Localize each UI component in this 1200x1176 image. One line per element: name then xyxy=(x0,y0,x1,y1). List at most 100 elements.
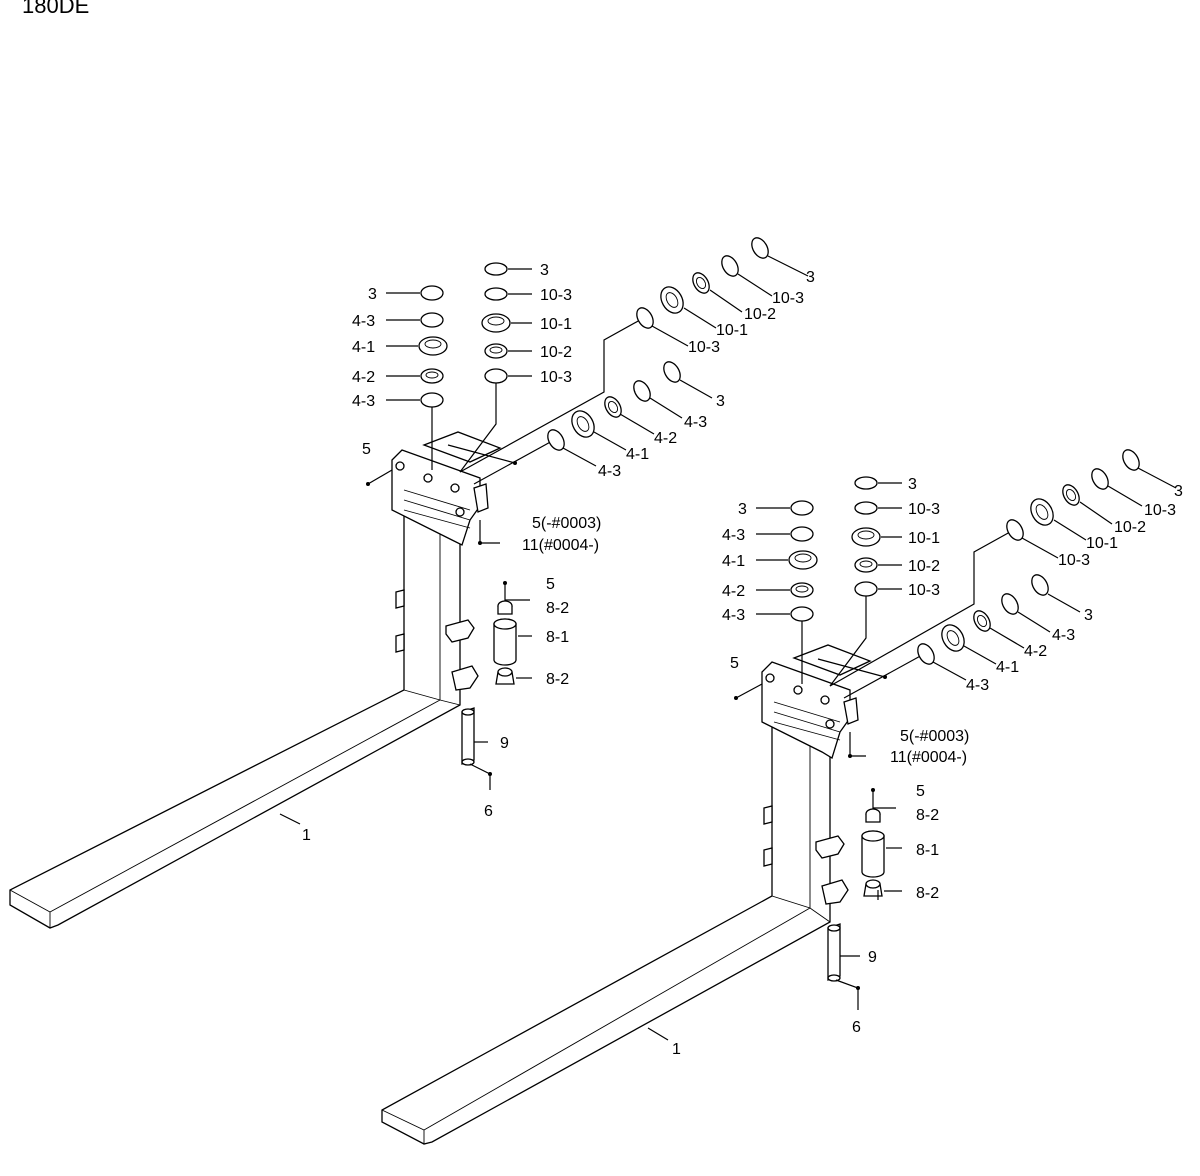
label-5: 5 xyxy=(362,441,371,458)
right-ring-10-3-c xyxy=(1006,519,1024,541)
label-10-1: 10-1 xyxy=(908,530,940,547)
left-bearing-4-2 xyxy=(420,368,444,384)
label-6: 6 xyxy=(484,803,493,820)
left-ring-4-3-b xyxy=(420,392,444,408)
left-pin-9 xyxy=(461,707,475,766)
right-fork-assembly xyxy=(381,449,1177,1145)
right-ring-3-c xyxy=(1122,449,1140,471)
label-8-2: 8-2 xyxy=(916,807,939,824)
label-4-3: 4-3 xyxy=(598,463,621,480)
left-ring-3-c xyxy=(751,237,769,259)
left-bush-8-1 xyxy=(493,618,517,666)
left-bearing-10-1-b xyxy=(660,286,684,314)
label-10-1: 10-1 xyxy=(540,316,572,333)
left-bearing-10-2-b xyxy=(692,272,710,294)
right-ring-4-3-d xyxy=(1001,593,1019,615)
label-10-2: 10-2 xyxy=(908,558,940,575)
right-ring-3-a xyxy=(790,500,814,516)
label-4-3: 4-3 xyxy=(352,393,375,410)
label-4-3: 4-3 xyxy=(352,313,375,330)
label-8-1: 8-1 xyxy=(916,842,939,859)
left-ring-3-b xyxy=(484,262,508,276)
label-3: 3 xyxy=(738,501,747,518)
label-5-serial: 5(-#0003) xyxy=(900,728,969,745)
label-10-3: 10-3 xyxy=(1144,502,1176,519)
left-fork-assembly xyxy=(9,237,809,929)
label-5: 5 xyxy=(730,655,739,672)
label-8-2: 8-2 xyxy=(916,885,939,902)
right-ring-10-3-d xyxy=(1091,468,1109,490)
label-10-2: 10-2 xyxy=(540,344,572,361)
label-10-3: 10-3 xyxy=(540,369,572,386)
right-bearing-10-1-b xyxy=(1030,498,1054,526)
label-10-3: 10-3 xyxy=(772,290,804,307)
label-4-3: 4-3 xyxy=(722,607,745,624)
label-10-3: 10-3 xyxy=(908,582,940,599)
label-8-2: 8-2 xyxy=(546,671,569,688)
left-bearing-10-2 xyxy=(484,343,508,359)
label-10-3: 10-3 xyxy=(540,287,572,304)
label-9: 9 xyxy=(500,735,509,752)
right-ring-3-d xyxy=(1031,574,1049,596)
left-ring-10-3-d xyxy=(721,255,739,277)
label-3: 3 xyxy=(540,262,549,279)
right-bearing-4-2-b xyxy=(973,610,991,632)
right-bush-8-2-a xyxy=(865,808,881,823)
label-4-2: 4-2 xyxy=(1024,643,1047,660)
label-4-1: 4-1 xyxy=(996,659,1019,676)
label-4-2: 4-2 xyxy=(722,583,745,600)
right-bearing-4-1-b xyxy=(941,624,965,652)
label-11-serial: 11(#0004-) xyxy=(522,537,599,554)
right-bush-8-1 xyxy=(861,830,885,878)
left-ring-4-3-c xyxy=(547,429,565,451)
label-10-1: 10-1 xyxy=(716,322,748,339)
left-bearing-4-2-b xyxy=(604,396,622,418)
label-3: 3 xyxy=(716,393,725,410)
left-ring-4-3-a xyxy=(420,312,444,328)
label-3: 3 xyxy=(1084,607,1093,624)
label-6: 6 xyxy=(852,1019,861,1036)
right-ring-10-3-a xyxy=(854,501,878,515)
label-4-1: 4-1 xyxy=(722,553,745,570)
label-3: 3 xyxy=(806,269,815,286)
label-8-1: 8-1 xyxy=(546,629,569,646)
label-3: 3 xyxy=(368,286,377,303)
left-bush-8-2-b xyxy=(495,667,515,685)
label-10-3: 10-3 xyxy=(1058,552,1090,569)
left-bearing-10-1 xyxy=(481,313,511,333)
right-ring-3-b xyxy=(854,476,878,490)
label-4-1: 4-1 xyxy=(626,446,649,463)
label-4-2: 4-2 xyxy=(654,430,677,447)
label-10-2: 10-2 xyxy=(744,306,776,323)
label-4-1: 4-1 xyxy=(352,339,375,356)
right-bearing-10-2 xyxy=(854,557,878,573)
diagram-title: 180DE xyxy=(22,0,90,18)
label-3: 3 xyxy=(1174,483,1183,500)
label-10-3: 10-3 xyxy=(908,501,940,518)
left-bearing-4-1-b xyxy=(571,410,595,438)
left-ring-10-3-a xyxy=(484,287,508,301)
right-bearing-4-2 xyxy=(790,582,814,598)
right-bearing-10-1 xyxy=(851,527,881,547)
right-callout-labels: 3 4-3 4-1 4-2 4-3 3 10-3 10-1 10-2 10-3 … xyxy=(672,476,1183,1058)
right-bush-8-2-b xyxy=(863,879,883,897)
left-bush-8-2-a xyxy=(497,600,513,615)
label-4-3: 4-3 xyxy=(684,414,707,431)
label-10-3: 10-3 xyxy=(688,339,720,356)
label-11-serial: 11(#0004-) xyxy=(890,749,967,766)
left-ring-4-3-d xyxy=(633,380,651,402)
left-callout-labels: 3 4-3 4-1 4-2 4-3 3 10-3 10-1 10-2 10-3 … xyxy=(302,262,815,844)
label-4-3: 4-3 xyxy=(1052,627,1075,644)
label-4-2: 4-2 xyxy=(352,369,375,386)
label-1: 1 xyxy=(672,1041,681,1058)
right-ring-4-3-a xyxy=(790,526,814,542)
label-5: 5 xyxy=(546,576,555,593)
label-4-3: 4-3 xyxy=(966,677,989,694)
left-fork-blade xyxy=(9,509,479,929)
right-bearing-4-1 xyxy=(788,550,818,570)
label-5-serial: 5(-#0003) xyxy=(532,515,601,532)
label-9: 9 xyxy=(868,949,877,966)
left-ring-3-a xyxy=(420,285,444,301)
right-bearing-10-2-b xyxy=(1062,484,1080,506)
left-bearing-4-1 xyxy=(418,336,448,356)
